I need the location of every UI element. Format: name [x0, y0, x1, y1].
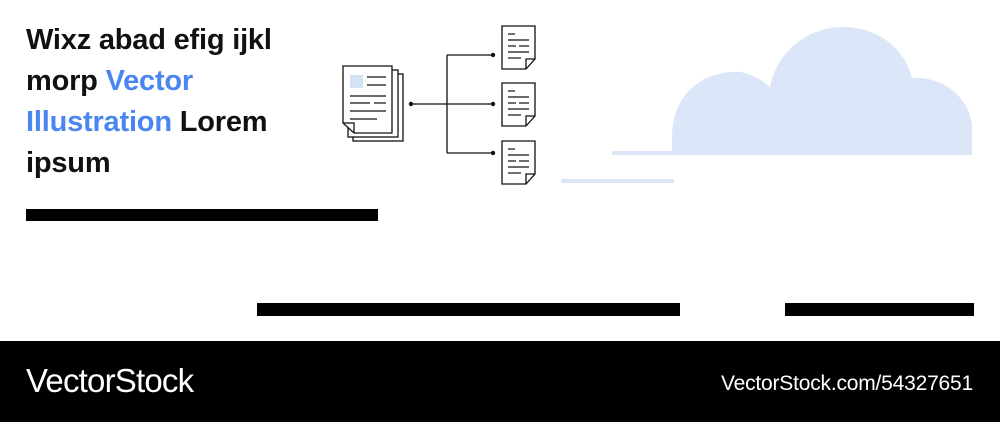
- cloud-icon: [561, 27, 972, 183]
- document-icon: [501, 140, 536, 185]
- brand-logo[interactable]: VectorStock: [26, 362, 194, 399]
- footer-bar: VectorStock VectorStock.com/54327651: [0, 341, 1000, 422]
- headline: Wixz abad efig ijkl morp Vector Illustra…: [26, 20, 326, 184]
- decorative-bar-top: [26, 209, 378, 221]
- decorative-bar-right: [785, 303, 974, 316]
- connector-lines: [411, 54, 493, 154]
- document-icon: [501, 82, 536, 127]
- image-reference: VectorStock.com/54327651: [720, 372, 973, 395]
- headline-accent: Vector Illustration: [26, 65, 194, 138]
- headline-text-start: Wixz abad efig ijkl morp: [26, 24, 272, 97]
- headline-text-end: Lorem ipsum: [26, 106, 268, 179]
- document-stack-icon: [342, 65, 404, 142]
- connector-dots: [408, 52, 496, 156]
- illustration: [342, 25, 972, 185]
- decorative-bar-middle: [257, 303, 680, 316]
- document-icon: [501, 25, 536, 70]
